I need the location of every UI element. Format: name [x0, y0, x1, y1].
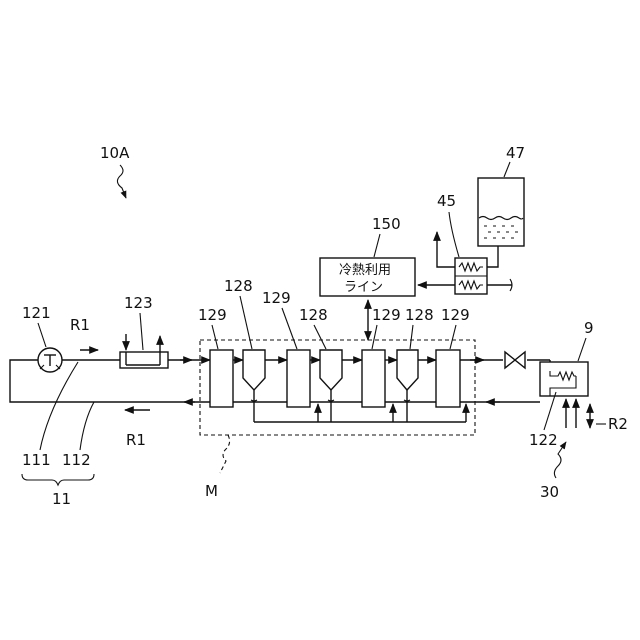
cold-use-line-text-2: ライン: [344, 280, 383, 295]
column-label-2: 129: [262, 289, 291, 307]
unit-label: 9: [584, 319, 594, 337]
column-label-4: 129: [441, 306, 470, 324]
system-label: 10A: [100, 144, 130, 162]
line-group-label: 11: [52, 490, 71, 508]
column-129-1: [210, 350, 233, 407]
separator-label-1: 128: [224, 277, 253, 295]
module-label: M: [205, 482, 218, 500]
line-112-label: 112: [62, 451, 91, 469]
column-129-4: [436, 350, 460, 407]
tank-47: [478, 178, 524, 246]
column-129-2: [287, 350, 310, 407]
separator-128-1: [243, 350, 265, 390]
coil-label: 122: [529, 431, 558, 449]
line-111-leader: [40, 362, 78, 450]
heat-exchanger-label: 123: [124, 294, 153, 312]
column-129-3: [362, 350, 385, 407]
column-label-3: 129: [372, 306, 401, 324]
pump-121: [38, 348, 62, 372]
flow-label-r1-top: R1: [70, 316, 90, 334]
flow-label-r2: R2: [608, 415, 628, 433]
main-loop: [10, 360, 550, 402]
system-leader: [117, 165, 126, 198]
tank-label: 47: [506, 144, 525, 162]
hx45-label: 45: [437, 192, 456, 210]
cold-use-ref-label: 150: [372, 215, 401, 233]
separator-128-2: [320, 350, 342, 390]
unit-9: [540, 362, 588, 396]
separator-128-3: [397, 350, 418, 390]
separator-drains: [251, 390, 466, 422]
separator-label-3: 128: [405, 306, 434, 324]
flow-30-label: 30: [540, 483, 559, 501]
flow-label-r1-bottom: R1: [126, 431, 146, 449]
valve: [505, 352, 525, 368]
column-label-1: 129: [198, 306, 227, 324]
pump-label: 121: [22, 304, 51, 322]
module-leader: [220, 435, 230, 473]
separator-label-2: 128: [299, 306, 328, 324]
line-112-leader: [80, 402, 94, 450]
line-group-brace: [22, 474, 94, 485]
heat-exchanger-123: [120, 334, 168, 368]
cold-use-line-text-1: 冷熱利用: [339, 263, 391, 278]
line-111-label: 111: [22, 451, 51, 469]
